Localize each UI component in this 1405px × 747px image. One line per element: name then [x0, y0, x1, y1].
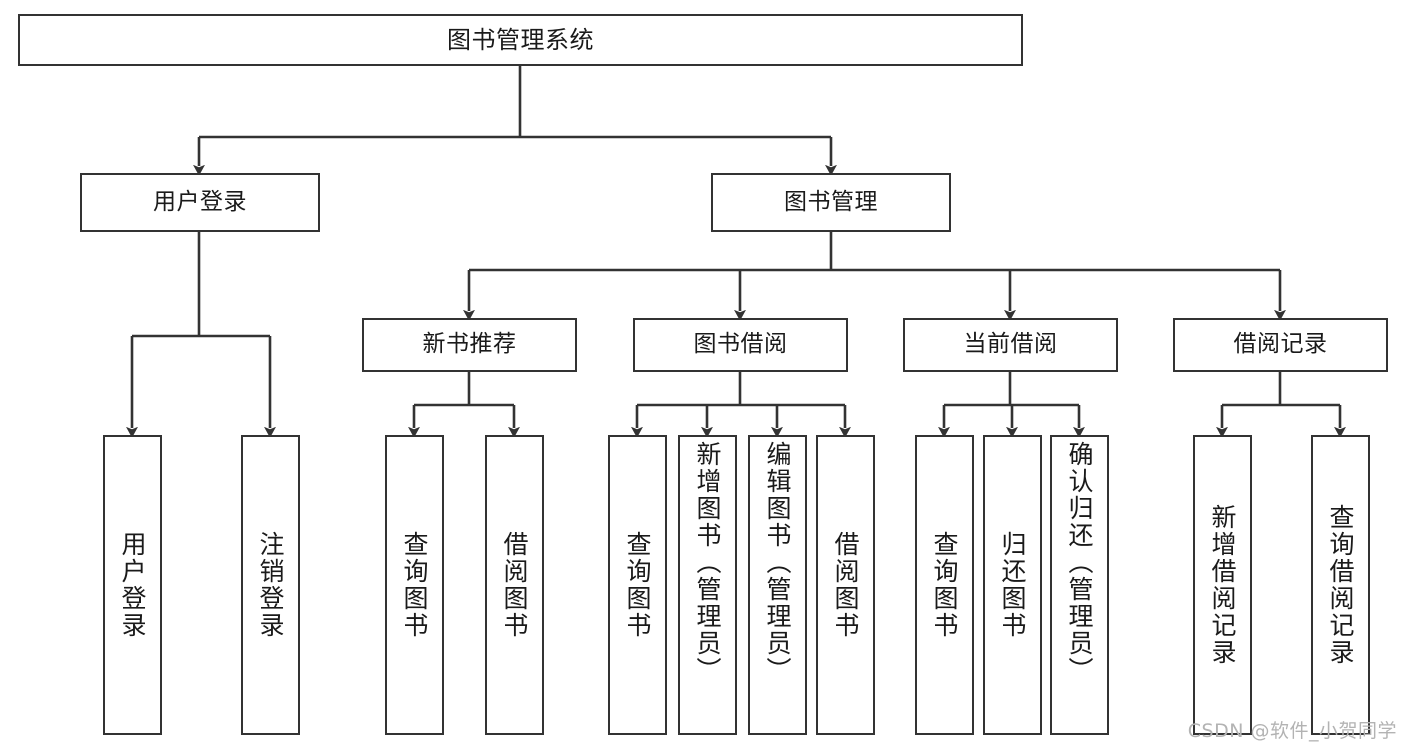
watermark-text: CSDN @软件_小贺同学: [1187, 720, 1397, 742]
node-current-borrow[interactable]: 当前借阅: [903, 318, 1118, 372]
node-label: 图书借阅: [693, 331, 788, 358]
leaf-borrow-book-borrow[interactable]: 借阅图书: [816, 435, 875, 735]
leaf-borrow-book-recommend[interactable]: 借阅图书: [485, 435, 544, 735]
leaf-edit-book-admin[interactable]: 编辑图书（管理员）: [748, 435, 807, 735]
leaf-logout-login[interactable]: 注销登录: [241, 435, 300, 735]
node-label: 新增图书（管理员）: [693, 441, 722, 684]
node-label: 当前借阅: [963, 331, 1058, 358]
node-label: 归还图书: [998, 531, 1027, 639]
leaf-confirm-return-admin[interactable]: 确认归还（管理员）: [1050, 435, 1109, 735]
node-label: 查询借阅记录: [1326, 504, 1355, 666]
node-label: 用户登录: [153, 188, 247, 215]
node-root-book-management-system[interactable]: 图书管理系统: [18, 14, 1023, 66]
node-user-login[interactable]: 用户登录: [80, 173, 320, 232]
node-label: 新书推荐: [422, 331, 517, 358]
node-label: 用户登录: [118, 531, 147, 639]
node-label: 确认归还（管理员）: [1065, 441, 1094, 684]
node-borrow-record[interactable]: 借阅记录: [1173, 318, 1388, 372]
node-label: 借阅图书: [831, 531, 860, 639]
node-book-management[interactable]: 图书管理: [711, 173, 951, 232]
leaf-return-book[interactable]: 归还图书: [983, 435, 1042, 735]
node-label: 借阅图书: [500, 531, 529, 639]
node-label: 图书管理: [784, 188, 878, 215]
node-label: 查询图书: [930, 531, 959, 639]
leaf-query-book-borrow[interactable]: 查询图书: [608, 435, 667, 735]
node-book-borrow[interactable]: 图书借阅: [633, 318, 848, 372]
leaf-add-borrow-record[interactable]: 新增借阅记录: [1193, 435, 1252, 735]
node-label: 查询图书: [400, 531, 429, 639]
node-label: 图书管理系统: [447, 25, 594, 54]
node-label: 注销登录: [256, 531, 285, 639]
leaf-query-borrow-record[interactable]: 查询借阅记录: [1311, 435, 1370, 735]
node-new-book-recommend[interactable]: 新书推荐: [362, 318, 577, 372]
node-label: 查询图书: [623, 531, 652, 639]
node-label: 借阅记录: [1233, 331, 1328, 358]
leaf-query-book-recommend[interactable]: 查询图书: [385, 435, 444, 735]
leaf-add-book-admin[interactable]: 新增图书（管理员）: [678, 435, 737, 735]
node-label: 编辑图书（管理员）: [763, 441, 792, 684]
leaf-query-book-current[interactable]: 查询图书: [915, 435, 974, 735]
node-label: 新增借阅记录: [1208, 504, 1237, 666]
leaf-user-login[interactable]: 用户登录: [103, 435, 162, 735]
